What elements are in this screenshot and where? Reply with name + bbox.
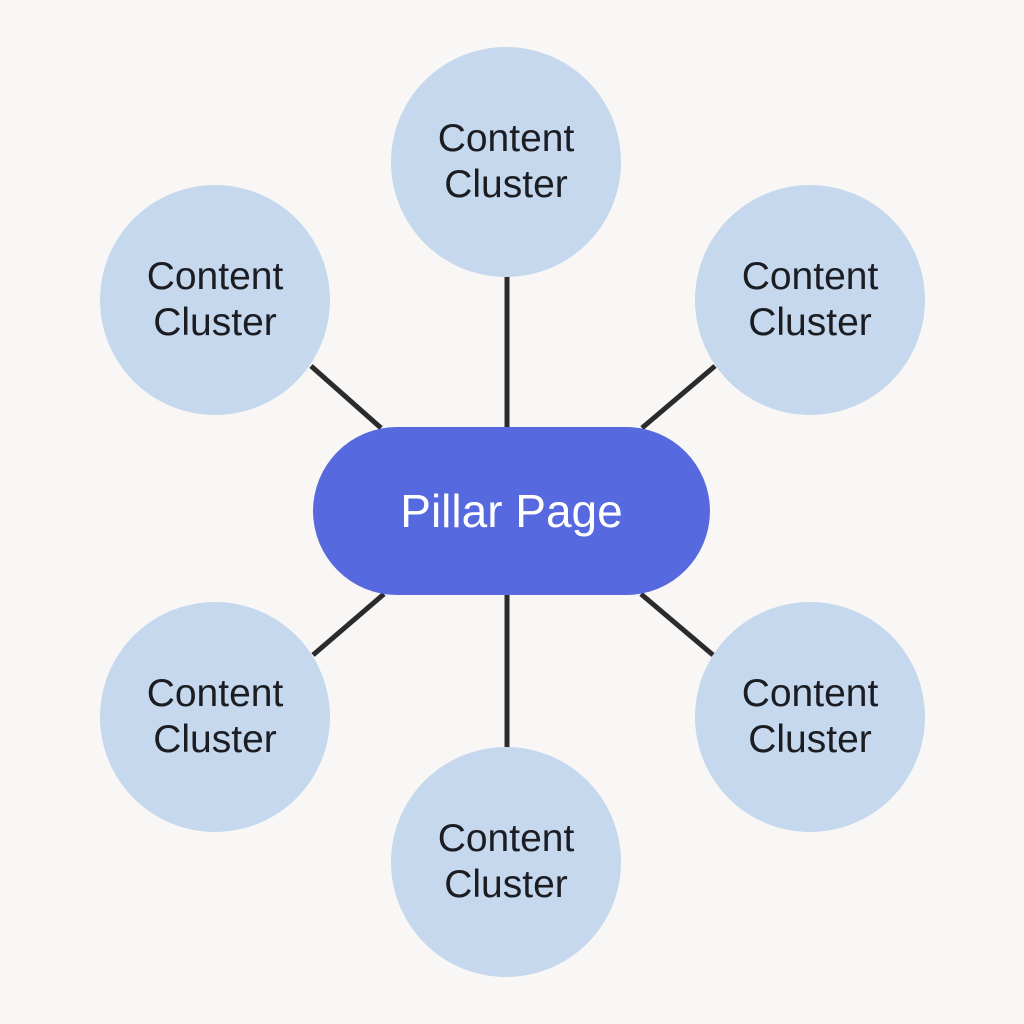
content-cluster-bottom-left[interactable]: Content Cluster bbox=[100, 602, 330, 832]
content-cluster-bottom-right[interactable]: Content Cluster bbox=[695, 602, 925, 832]
content-cluster-label: Content Cluster bbox=[437, 817, 575, 906]
content-cluster-label: Content Cluster bbox=[437, 117, 575, 206]
pillar-page-label: Pillar Page bbox=[400, 485, 623, 537]
content-cluster-label: Content Cluster bbox=[741, 255, 879, 344]
content-cluster-label: Content Cluster bbox=[146, 255, 284, 344]
content-cluster-bottom[interactable]: Content Cluster bbox=[391, 747, 621, 977]
pillar-page-node[interactable]: Pillar Page bbox=[313, 427, 710, 595]
connector-bottom-right bbox=[639, 592, 715, 657]
content-cluster-label: Content Cluster bbox=[146, 672, 284, 761]
content-cluster-top-right[interactable]: Content Cluster bbox=[695, 185, 925, 415]
content-cluster-top-left[interactable]: Content Cluster bbox=[100, 185, 330, 415]
connector-bottom-left bbox=[311, 592, 386, 657]
connector-top-right bbox=[640, 364, 717, 430]
content-cluster-top[interactable]: Content Cluster bbox=[391, 47, 621, 277]
content-cluster-label: Content Cluster bbox=[741, 672, 879, 761]
connector-top-left bbox=[309, 364, 383, 430]
